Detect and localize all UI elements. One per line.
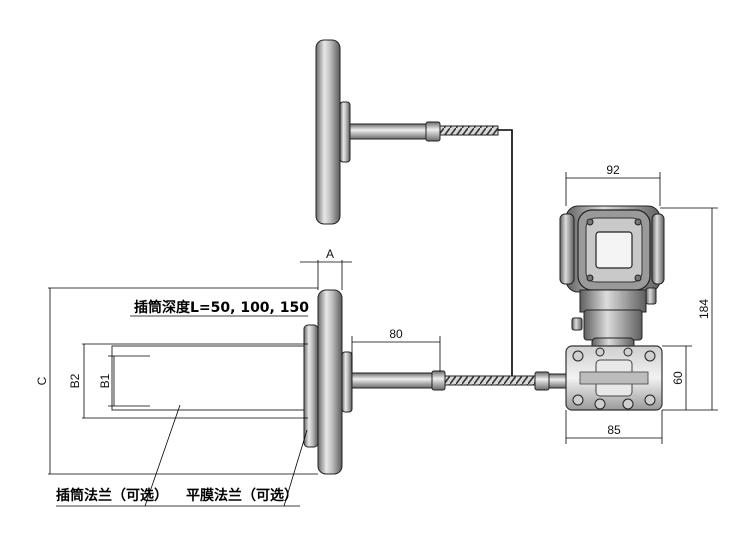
- transmitter: [559, 205, 665, 411]
- dim-b1-label: B1: [98, 373, 112, 388]
- bottom-capillary: [444, 375, 536, 386]
- lcd-screen: [595, 231, 633, 269]
- bottom-hex-nut: [431, 370, 446, 391]
- vent-screw-icon: [623, 347, 633, 357]
- top-hex-nut: [425, 121, 441, 142]
- dim-c-label: C: [35, 376, 49, 385]
- bolt-icon: [572, 350, 584, 362]
- dim-184-label: 184: [697, 299, 711, 319]
- transmitter-fitting: [548, 373, 568, 389]
- housing-left-cap: [559, 213, 575, 285]
- housing-right-cap: [651, 213, 665, 285]
- housing-lower-body: [579, 289, 647, 313]
- top-remote-seal: [315, 39, 499, 225]
- bezel-screw-icon: [634, 218, 642, 226]
- dim-a-label: A: [326, 247, 334, 261]
- bolt-icon: [644, 394, 656, 406]
- bottom-insert-seal: [111, 289, 568, 475]
- bottom-rod: [351, 372, 433, 389]
- vent-screw-icon: [595, 347, 605, 357]
- dim-92-label: 92: [606, 163, 620, 177]
- dim-b2-label: B2: [68, 373, 82, 388]
- dim-60-label: 60: [671, 371, 685, 385]
- housing-left-plug: [571, 317, 583, 331]
- bolt-icon: [644, 350, 656, 362]
- bottom-flange: [317, 289, 343, 475]
- capsule-band: [579, 371, 649, 385]
- top-flange-neck: [339, 101, 351, 163]
- top-capillary: [439, 125, 499, 136]
- bezel-screw-icon: [586, 218, 594, 226]
- capillary-line: [498, 129, 540, 379]
- dim-80-label: 80: [389, 327, 403, 341]
- callout-labels: 插筒深度L=50, 100, 150 插筒法兰（可选） 平膜法兰（可选）: [56, 299, 309, 504]
- transmitter-neck: [583, 309, 643, 341]
- transmitter-hex-nut: [534, 371, 550, 391]
- flat-flange-label: 平膜法兰（可选）: [186, 487, 298, 504]
- insert-flange-label: 插筒法兰（可选）: [56, 487, 168, 504]
- housing-side-plug: [645, 287, 657, 305]
- bottom-flange-plate: [303, 324, 319, 448]
- insert-cylinder: [111, 345, 309, 411]
- insert-depth-label: 插筒深度L=50, 100, 150: [134, 299, 309, 316]
- top-flange: [315, 39, 341, 225]
- dimension-labels: A C B2 B1 80 92 184 60 85: [35, 163, 711, 437]
- bolt-icon: [572, 394, 584, 406]
- bezel-screw-icon: [634, 274, 642, 282]
- dim-85-label: 85: [607, 423, 621, 437]
- vent-screw-icon: [622, 398, 634, 410]
- top-rod: [349, 123, 427, 140]
- bezel-screw-icon: [586, 274, 594, 282]
- dimension-lines: [48, 172, 718, 507]
- vent-screw-icon: [594, 398, 606, 410]
- bottom-flange-neck: [341, 351, 353, 413]
